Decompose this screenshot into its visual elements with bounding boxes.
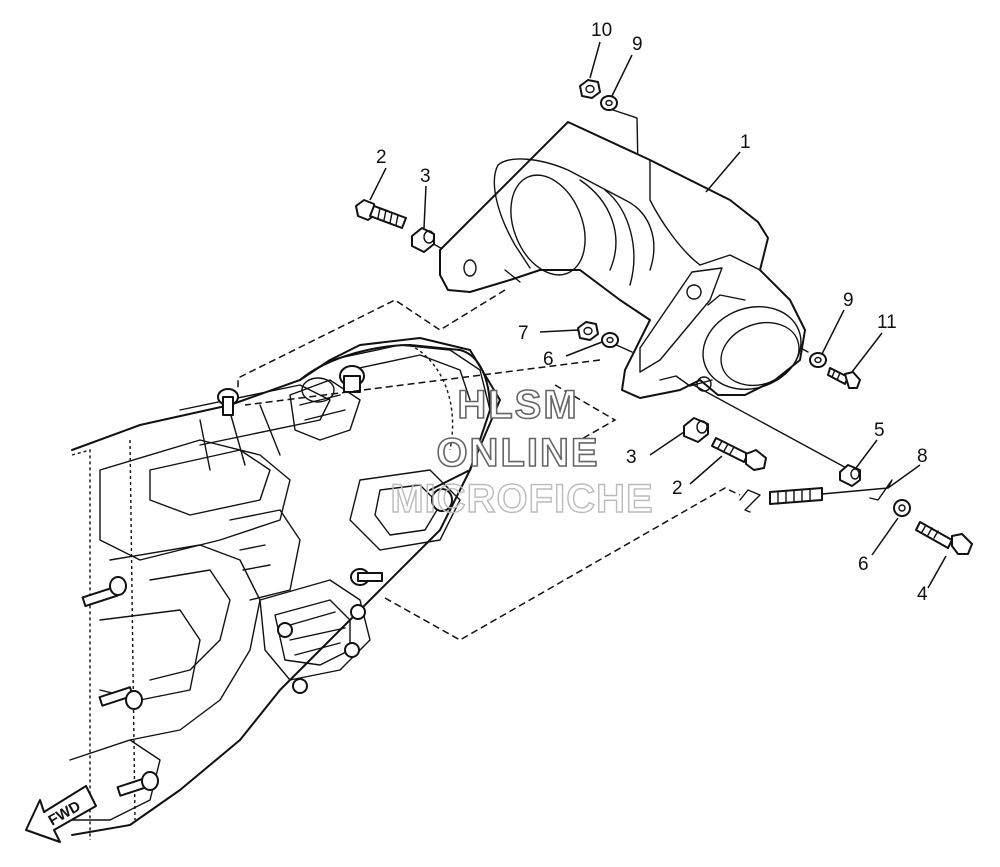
callout-4: 4 (917, 584, 928, 605)
engine-outlet-pipe (299, 344, 491, 491)
collar-3-top (411, 227, 435, 253)
bolt-4 (915, 521, 973, 555)
washer-9-top (600, 95, 618, 111)
callout-1: 1 (740, 132, 751, 153)
washer-6-mid (601, 332, 619, 348)
spring-8 (739, 479, 893, 513)
watermark-line-1: HLSM (457, 383, 578, 427)
watermark-line-3: MICROFICHE (390, 477, 653, 521)
callout-6-mid: 6 (543, 349, 554, 370)
callout-2-top: 2 (376, 147, 387, 168)
callout-6-lower: 6 (858, 554, 869, 575)
callout-7: 7 (518, 323, 529, 344)
callout-10: 10 (591, 20, 612, 41)
bolt-2-top (355, 199, 407, 229)
nut-10 (579, 79, 601, 99)
washer-6-lower (893, 499, 911, 517)
nut-7 (577, 321, 599, 341)
callout-2-lower: 2 (672, 478, 683, 499)
bolt-2-lower (711, 437, 767, 471)
collar-3-lower (683, 417, 709, 443)
washer-9-right (809, 352, 827, 368)
watermark: HLSM ONLINE MICROFICHE (390, 382, 654, 522)
leader-lines (369, 41, 947, 589)
callout-8: 8 (917, 446, 928, 467)
callout-3-lower: 3 (626, 447, 637, 468)
callout-3-top: 3 (420, 166, 431, 187)
callout-labels: 10 9 1 2 3 7 6 9 11 5 8 3 2 6 4 (376, 20, 928, 605)
engine-studs (81, 365, 453, 797)
callout-11: 11 (877, 312, 897, 333)
assembly-lines (237, 289, 741, 641)
callout-5: 5 (874, 420, 885, 441)
callout-9-right: 9 (843, 290, 854, 311)
exhaust-muffler-body (439, 121, 806, 399)
watermark-line-2: ONLINE (436, 431, 599, 475)
collar-5 (839, 464, 861, 487)
engine-block (69, 337, 501, 840)
callout-9-top: 9 (632, 34, 643, 55)
bolt-11 (827, 367, 861, 389)
